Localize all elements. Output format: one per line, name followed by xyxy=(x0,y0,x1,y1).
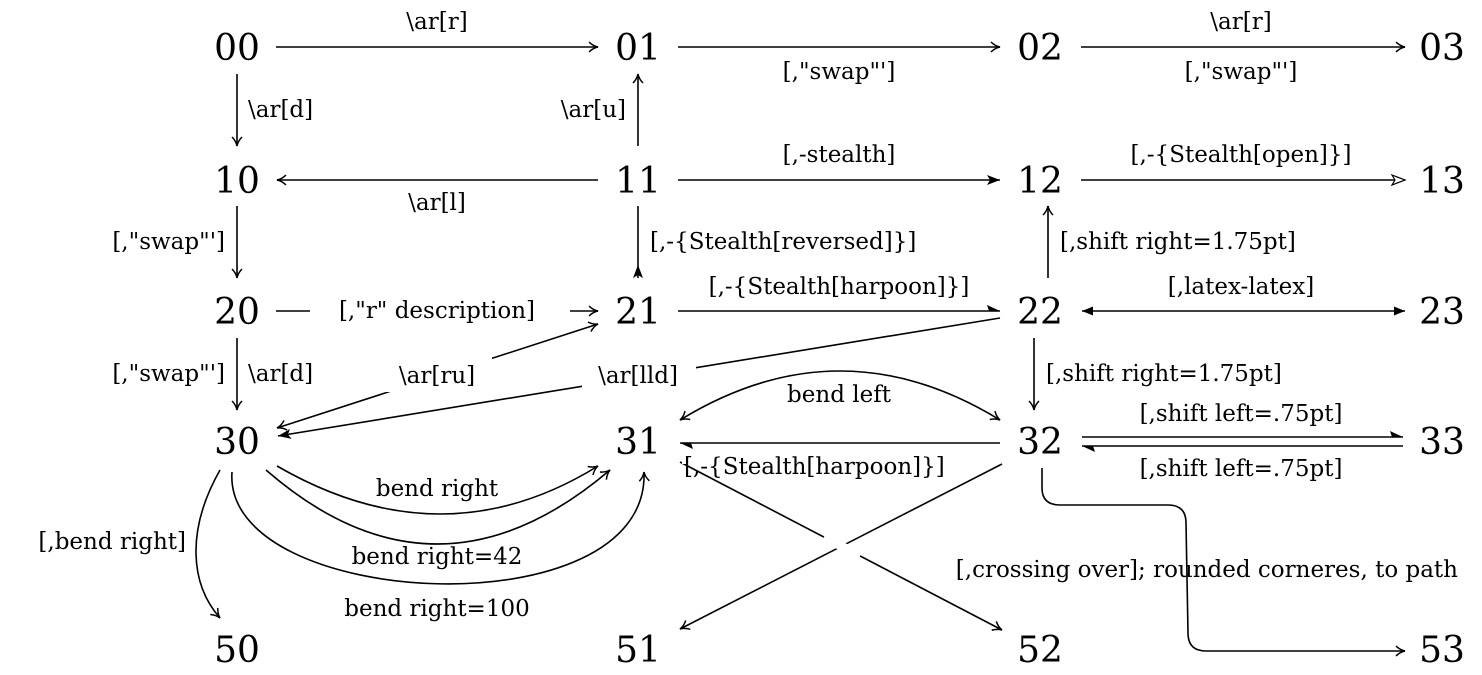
label-ar-lld: \ar[lld] xyxy=(598,363,678,389)
label-shift-right-1: [,shift right=1.75pt] xyxy=(1060,229,1296,255)
node-23: 23 xyxy=(1419,292,1465,333)
node-21: 21 xyxy=(615,292,661,333)
node-12: 12 xyxy=(1017,161,1063,202)
label-bend-right-100: bend right=100 xyxy=(344,596,529,622)
node-03: 03 xyxy=(1419,28,1465,69)
label-r-description: [,"r" description] xyxy=(339,298,535,324)
label-ar-d-1: \ar[d] xyxy=(248,97,313,123)
labels: \ar[r] [,"swap"'] \ar[r] [,"swap"'] \ar[… xyxy=(38,9,1458,622)
arrow-30-31-bend-right-42 xyxy=(265,469,611,545)
label-swap-10-20: [,"swap"'] xyxy=(112,229,225,255)
node-30: 30 xyxy=(214,422,260,463)
node-01: 01 xyxy=(615,28,661,69)
node-33: 33 xyxy=(1419,422,1465,463)
node-52: 52 xyxy=(1017,630,1063,671)
label-bend-right-left: [,bend right] xyxy=(38,529,186,555)
label-stealth-harpoon-2-clip: [,-{Stealth[harpoon]}] xyxy=(684,454,945,480)
node-00: 00 xyxy=(214,28,260,69)
label-bend-right: bend right xyxy=(376,476,499,502)
label-ar-r-2: \ar[r] xyxy=(1210,9,1271,35)
label-stealth-open: [,-{Stealth[open]}] xyxy=(1131,142,1352,168)
label-ar-d-2: \ar[d] xyxy=(248,361,313,387)
label-stealth-reversed: [,-{Stealth[reversed]}] xyxy=(650,229,916,255)
label-stealth: [,-stealth] xyxy=(783,142,896,168)
arrow-30-31-bend-right xyxy=(276,465,599,515)
arrow-30-31-bend-right-100 xyxy=(231,471,650,585)
label-shift-left-1: [,shift left=.75pt] xyxy=(1140,401,1343,427)
arrow-30-50 xyxy=(195,469,221,619)
label-swap-02-03: [,"swap"'] xyxy=(1185,59,1298,85)
node-13: 13 xyxy=(1419,161,1465,202)
label-bend-left: bend left xyxy=(787,382,892,408)
node-53: 53 xyxy=(1419,630,1465,671)
label-stealth-harpoon: [,-{Stealth[harpoon]}] xyxy=(709,274,970,300)
node-20: 20 xyxy=(214,292,260,333)
label-swap-01-02: [,"swap"'] xyxy=(783,59,896,85)
node-22: 22 xyxy=(1017,292,1063,333)
label-latex-latex: [,latex-latex] xyxy=(1168,274,1314,300)
nodes: 00 01 02 03 10 11 12 13 20 21 22 23 30 3… xyxy=(214,28,1465,671)
node-51: 51 xyxy=(615,630,661,671)
arrow-31-32-bend-left xyxy=(679,370,1001,421)
label-ar-ru: \ar[ru] xyxy=(399,363,475,389)
node-11: 11 xyxy=(615,161,661,202)
label-ar-r-1: \ar[r] xyxy=(406,9,467,35)
node-02: 02 xyxy=(1017,28,1063,69)
label-shift-right-2: [,shift right=1.75pt] xyxy=(1046,361,1282,387)
node-10: 10 xyxy=(214,161,260,202)
label-ar-l: \ar[l] xyxy=(408,190,466,216)
label-swap-20-30: [,"swap"'] xyxy=(112,361,225,387)
label-ar-u: \ar[u] xyxy=(561,97,626,123)
node-31: 31 xyxy=(615,422,661,463)
label-stealth-harpoon-2: [,-{Stealth[harpoon]}] xyxy=(684,454,945,480)
arrow-32-53 xyxy=(1041,468,1406,657)
crossing-gap xyxy=(821,533,863,560)
node-32: 32 xyxy=(1017,422,1063,463)
label-bend-right-42: bend right=42 xyxy=(352,544,523,570)
label-crossing-over: [,crossing over]; rounded corneres, to p… xyxy=(956,557,1458,583)
label-masks xyxy=(310,292,998,464)
node-50: 50 xyxy=(214,630,260,671)
label-shift-left-2: [,shift left=.75pt] xyxy=(1140,456,1343,482)
